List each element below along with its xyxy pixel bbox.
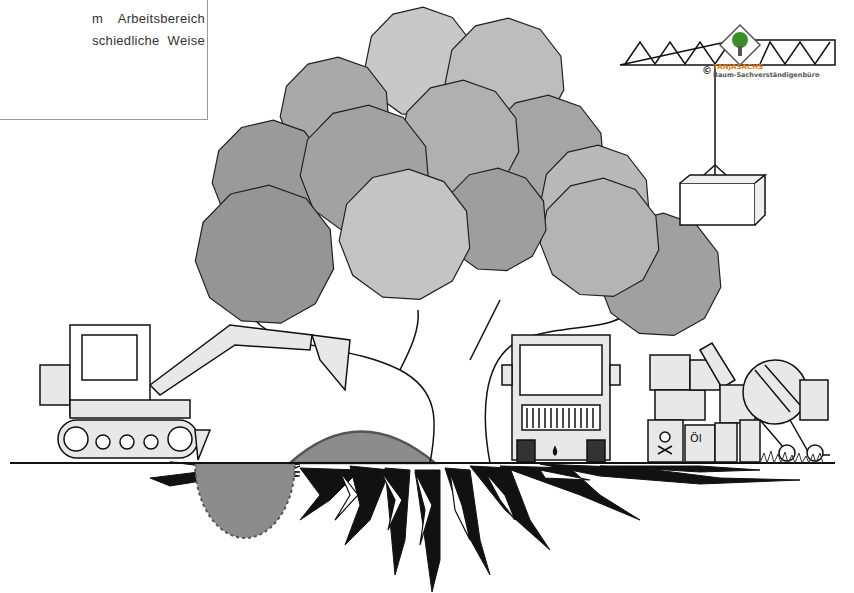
- tree-canopy: [195, 7, 721, 335]
- tree-trunk: [251, 298, 620, 463]
- logo-mark: [720, 25, 760, 65]
- logo-subtitle: Baum-Sachverständigenbüro: [713, 72, 819, 79]
- cement-mixer: [743, 360, 830, 461]
- soil-mound: [290, 432, 435, 464]
- excavator: [40, 325, 350, 460]
- excavation-pit: [195, 463, 295, 538]
- canopy-shape: [195, 185, 333, 323]
- root-inner: [250, 470, 590, 545]
- text-note: m Arbeitsbereich schiedliche Weise: [92, 8, 205, 58]
- crane: [620, 40, 835, 225]
- grass: [760, 451, 823, 463]
- oil-label: Öl: [690, 433, 702, 444]
- note-text: m Arbeitsbereich schiedliche Weise: [92, 8, 205, 52]
- canopy-shape: [540, 178, 659, 296]
- logo-name: TANJASACHS: [713, 64, 763, 71]
- root-system: [150, 462, 800, 592]
- truck: [502, 335, 620, 462]
- canopy-shape: [339, 169, 470, 299]
- building-materials: [648, 343, 760, 462]
- copyright-mark: ©: [702, 66, 712, 76]
